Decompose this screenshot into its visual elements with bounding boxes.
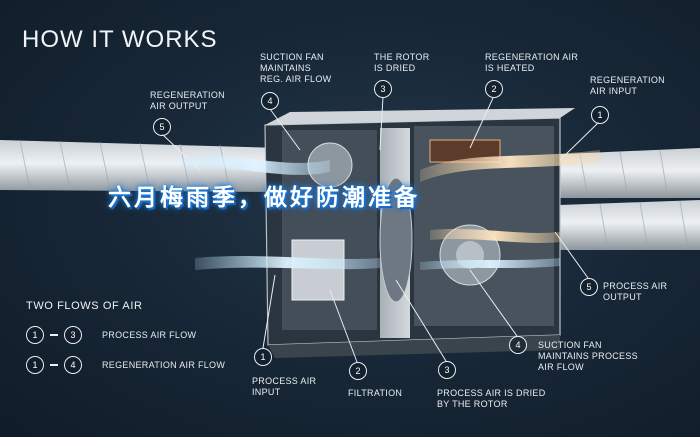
flows-legend-title: TWO FLOWS OF AIR [26, 300, 143, 312]
flow-dash [50, 334, 58, 336]
page-title: HOW IT WORKS [22, 26, 218, 53]
air-flows [180, 150, 600, 270]
flow-label: REGENERATION AIR FLOW [102, 360, 226, 370]
banner-text: 六月梅雨季，做好防潮准备 [108, 185, 420, 211]
callout-process-air-input: PROCESS AIR INPUT [252, 376, 317, 397]
callout-suction-fan-process: SUCTION FAN MAINTAINS PROCESS AIR FLOW [538, 340, 638, 372]
flow-dash [50, 364, 58, 366]
callout-number-process-output: 5 [580, 278, 598, 296]
flow-to-number: 4 [64, 356, 82, 374]
callout-process-air-dried: PROCESS AIR IS DRIED BY THE ROTOR [437, 388, 546, 409]
flow-from-number: 1 [26, 326, 44, 344]
callout-number-filtration: 2 [349, 362, 367, 380]
flows-legend-row-process: 1 3 PROCESS AIR FLOW [26, 326, 196, 344]
callout-number-suction-process: 4 [509, 336, 527, 354]
flow-from-number: 1 [26, 356, 44, 374]
callout-number-reg-input: 1 [591, 106, 609, 124]
callout-filtration: FILTRATION [348, 388, 403, 398]
callout-suction-fan-reg: SUCTION FAN MAINTAINS REG. AIR FLOW [260, 52, 332, 84]
flows-legend-row-regeneration: 1 4 REGENERATION AIR FLOW [26, 356, 225, 374]
callout-number-rotor-dried: 3 [374, 80, 392, 98]
flow-to-number: 3 [64, 326, 82, 344]
left-duct [0, 139, 280, 192]
flow-label: PROCESS AIR FLOW [102, 330, 197, 340]
callout-reg-air-output: REGENERATION AIR OUTPUT [150, 90, 225, 111]
callout-process-air-output: PROCESS AIR OUTPUT [603, 281, 668, 302]
callout-rotor-dried: THE ROTOR IS DRIED [374, 52, 430, 73]
callout-number-process-dried: 3 [438, 361, 456, 379]
callout-number-suction-reg: 4 [261, 92, 279, 110]
callout-reg-air-input: REGENERATION AIR INPUT [590, 75, 665, 96]
callout-number-reg-output: 5 [153, 118, 171, 136]
callout-reg-air-heated: REGENERATION AIR IS HEATED [485, 52, 579, 73]
leader-lines [161, 96, 600, 363]
callout-number-process-input: 1 [254, 348, 272, 366]
callout-number-reg-heated: 2 [485, 80, 503, 98]
